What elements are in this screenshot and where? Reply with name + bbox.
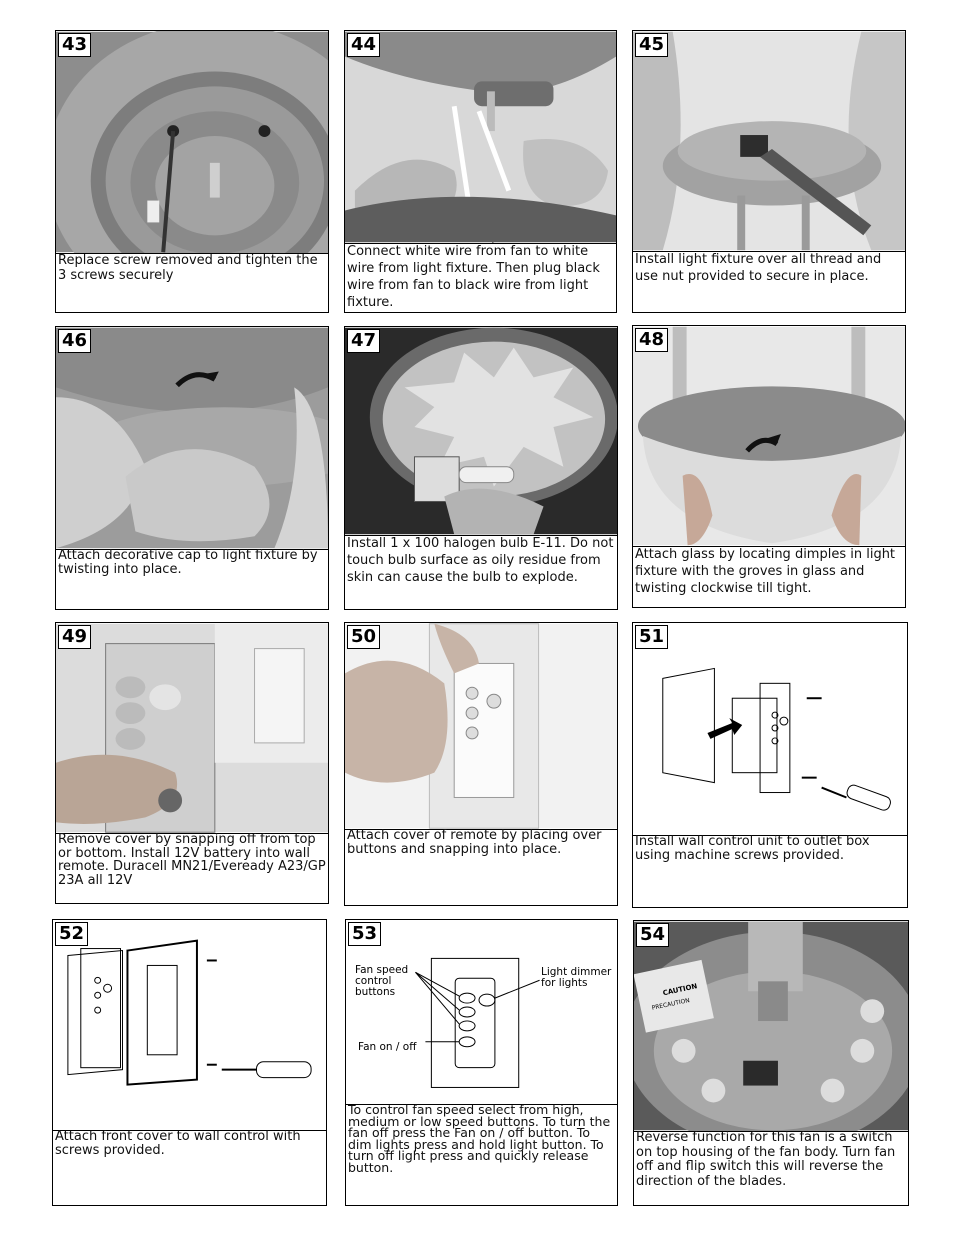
step-50-photo	[345, 623, 617, 830]
step-43-panel: 43 Replace screw removed and tighten the…	[55, 30, 329, 313]
step-caption: Attach glass by locating dimples in ligh…	[635, 547, 896, 596]
wall-control-mounting-diagram	[633, 623, 907, 835]
fan-onoff-label: Fan on / off	[358, 1041, 417, 1053]
step-caption: Connect white wire from fan to white wir…	[347, 244, 600, 310]
step-number: 47	[347, 329, 381, 353]
step-43-photo	[56, 31, 328, 254]
light-dimmer-label: Light dimmer for lights	[541, 966, 612, 989]
step-48-photo	[633, 326, 905, 547]
decorative-cap-illustration	[56, 327, 328, 549]
step-51-panel: 51 Install wall control unit to outlet b…	[632, 622, 908, 908]
step-54-panel: CAUTION PRECAUTION 54 Reverse function f…	[633, 920, 909, 1206]
step-number: 50	[347, 625, 381, 649]
step-number: 52	[55, 922, 89, 946]
fan-speed-label: Fan speed control buttons	[355, 964, 409, 998]
step-49-panel: 49 Remove cover by snapping off from top…	[55, 622, 329, 904]
step-45-photo	[633, 31, 905, 252]
step-51-photo	[633, 623, 907, 836]
step-46-photo	[56, 327, 328, 550]
step-49-photo	[56, 623, 328, 834]
step-number: 43	[58, 33, 92, 57]
light-fixture-nut-illustration	[633, 31, 905, 251]
step-caption: Install 1 x 100 halogen bulb E-11. Do no…	[347, 536, 614, 585]
step-number: 48	[635, 328, 669, 352]
step-caption: Remove cover by snapping off from top or…	[58, 832, 326, 888]
step-44-photo	[345, 31, 616, 244]
step-caption: Replace screw removed and tighten the 3 …	[58, 253, 318, 283]
step-caption: Attach decorative cap to light fixture b…	[58, 548, 318, 577]
step-53-panel: Fan speed control buttons Fan on / off L…	[345, 919, 618, 1206]
step-caption: Attach front cover to wall control with …	[55, 1129, 301, 1158]
step-caption: Reverse function for this fan is a switc…	[636, 1130, 896, 1189]
wall-control-buttons-diagram	[346, 920, 617, 1104]
step-caption: Install light fixture over all thread an…	[635, 252, 882, 284]
step-number: 45	[635, 33, 669, 57]
step-54-photo: CAUTION PRECAUTION	[634, 921, 908, 1132]
front-cover-diagram	[53, 920, 326, 1130]
step-50-panel: 50 Attach cover of remote by placing ove…	[344, 622, 618, 906]
reverse-switch-illustration: CAUTION PRECAUTION	[634, 921, 908, 1131]
step-52-photo	[53, 920, 326, 1131]
step-number: 51	[635, 625, 669, 649]
step-52-panel: 52 Attach front cover to wall control wi…	[52, 919, 327, 1206]
glass-shade-illustration	[633, 326, 905, 546]
step-number: 53	[348, 922, 382, 946]
step-48-panel: 48 Attach glass by locating dimples in l…	[632, 325, 906, 608]
remote-battery-illustration	[56, 623, 328, 833]
step-53-photo: Fan speed control buttons Fan on / off L…	[346, 920, 617, 1105]
step-47-panel: 47 Install 1 x 100 halogen bulb E-11. Do…	[344, 326, 618, 610]
step-45-panel: 45 Install light fixture over all thread…	[632, 30, 906, 313]
step-caption: To control fan speed select from high, m…	[348, 1102, 611, 1175]
step-caption: Install wall control unit to outlet box …	[635, 834, 870, 863]
step-caption: Attach cover of remote by placing over b…	[347, 828, 602, 857]
step-46-panel: 46 Attach decorative cap to light fixtur…	[55, 326, 329, 610]
fan-housing-screws-illustration	[56, 31, 328, 253]
step-number: 44	[347, 33, 381, 57]
step-44-panel: 44 Connect white wire from fan to white …	[344, 30, 617, 313]
halogen-bulb-illustration	[345, 327, 617, 535]
step-number: 49	[58, 625, 92, 649]
wire-connection-illustration	[345, 31, 616, 243]
step-47-photo	[345, 327, 617, 536]
step-number: 54	[636, 923, 670, 947]
remote-cover-illustration	[345, 623, 617, 829]
step-number: 46	[58, 329, 92, 353]
